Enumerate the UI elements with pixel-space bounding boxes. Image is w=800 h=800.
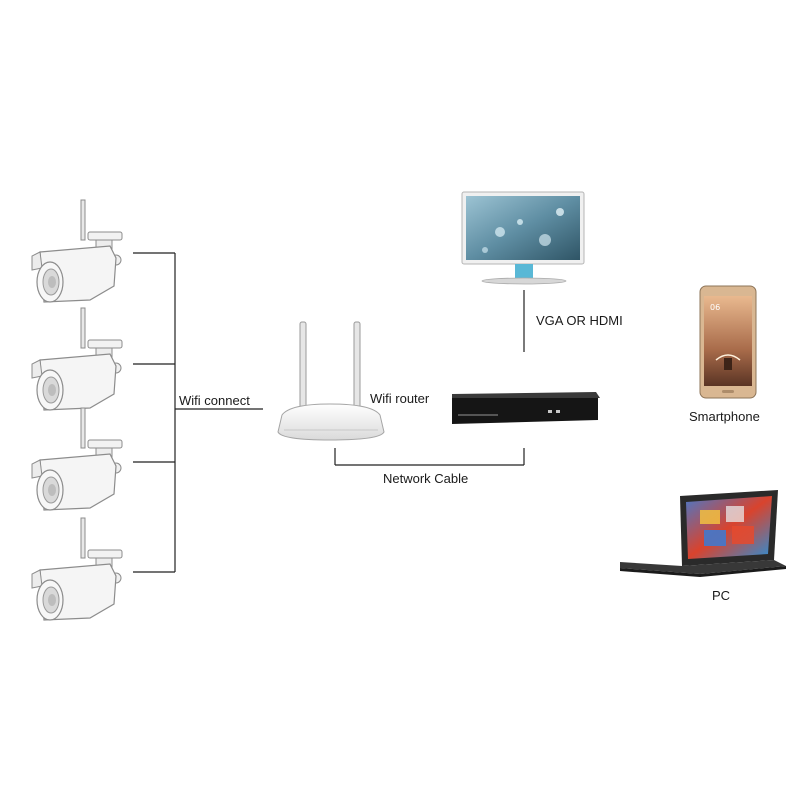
network-cable-label: Network Cable [383, 471, 469, 486]
smartphone-label: Smartphone [689, 409, 760, 424]
nvr-recorder-icon [452, 392, 600, 424]
wifi-connect-label: Wifi connect [179, 393, 250, 408]
network-cable-line [334, 448, 525, 466]
camera-4 [31, 517, 123, 621]
camera-3 [31, 407, 123, 511]
camera-2 [31, 307, 123, 411]
camera-1 [31, 199, 123, 303]
pc-label: PC [712, 588, 731, 603]
smartphone-icon: 06 [699, 285, 757, 399]
svg-text:06: 06 [710, 303, 720, 312]
wifi-router-label: Wifi router [370, 391, 430, 406]
monitor-icon [461, 191, 585, 285]
vga-hdmi-label: VGA OR HDMI [536, 313, 623, 328]
wifi-router-icon [277, 321, 385, 441]
laptop-pc-icon [620, 490, 786, 577]
camera-connection-lines [133, 252, 263, 573]
